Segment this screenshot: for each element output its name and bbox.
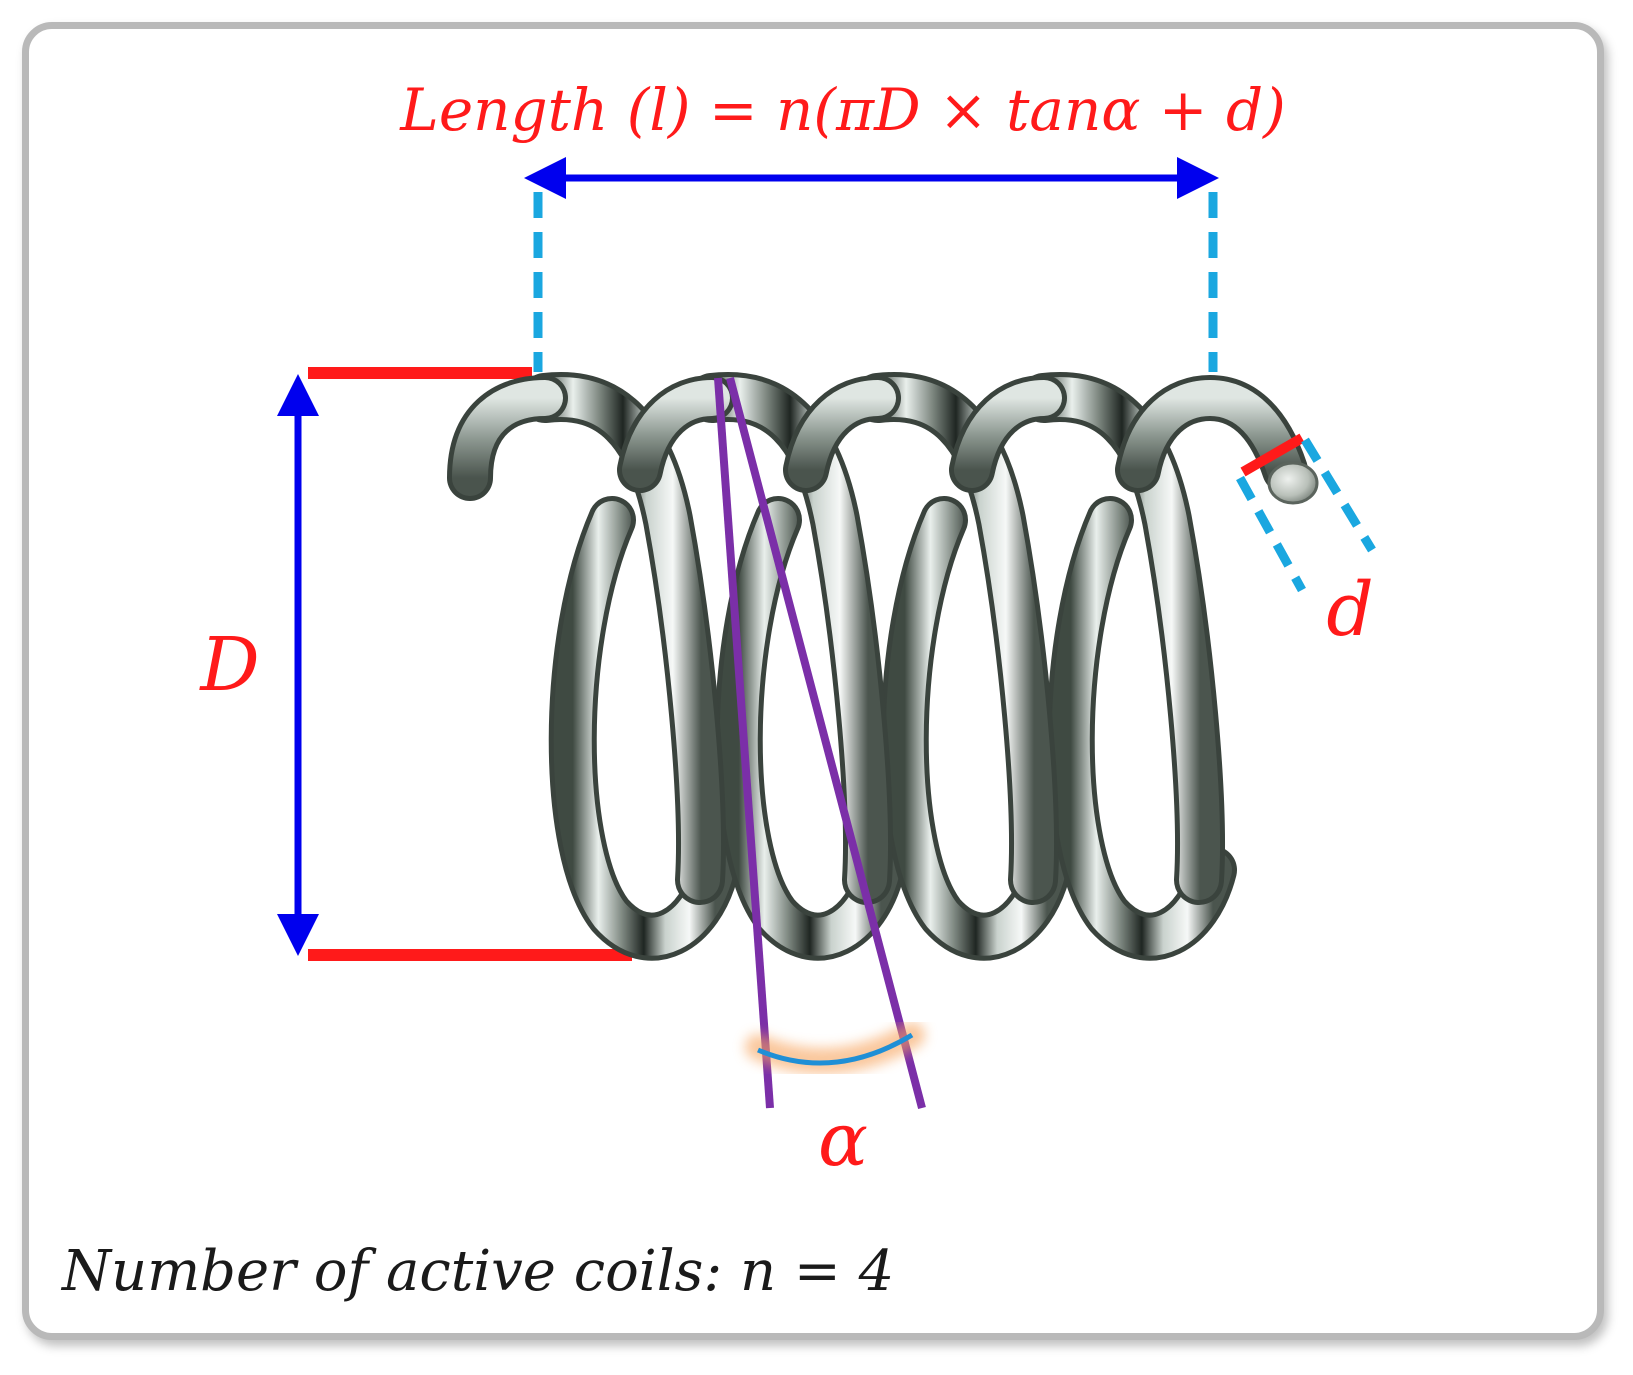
helix-angle-line-left (714, 377, 774, 1109)
length-formula-label: Length (l) = n(πD × tanα + d) (399, 76, 1285, 144)
helix-angle-arc (757, 1032, 914, 1066)
wire-diameter-line (1240, 433, 1305, 477)
wire-diameter-dimension: d (1236, 433, 1376, 653)
coil-diameter-label: D (198, 622, 259, 708)
wire-diameter-guide-left (1236, 475, 1306, 593)
spring-icon (447, 372, 1319, 961)
helix-angle-label: α (818, 1097, 868, 1183)
coil-diameter-dimension: D (198, 367, 632, 961)
wire-diameter-label: d (1326, 567, 1373, 653)
helix-angle-dimension: α (714, 376, 926, 1183)
wire-diameter-guide-right (1301, 437, 1376, 553)
length-dimension (524, 157, 1219, 372)
coil-count-caption: Number of active coils: n = 4 (60, 1239, 894, 1304)
wire-end (1267, 461, 1319, 505)
helix-angle-line-right (726, 376, 926, 1110)
